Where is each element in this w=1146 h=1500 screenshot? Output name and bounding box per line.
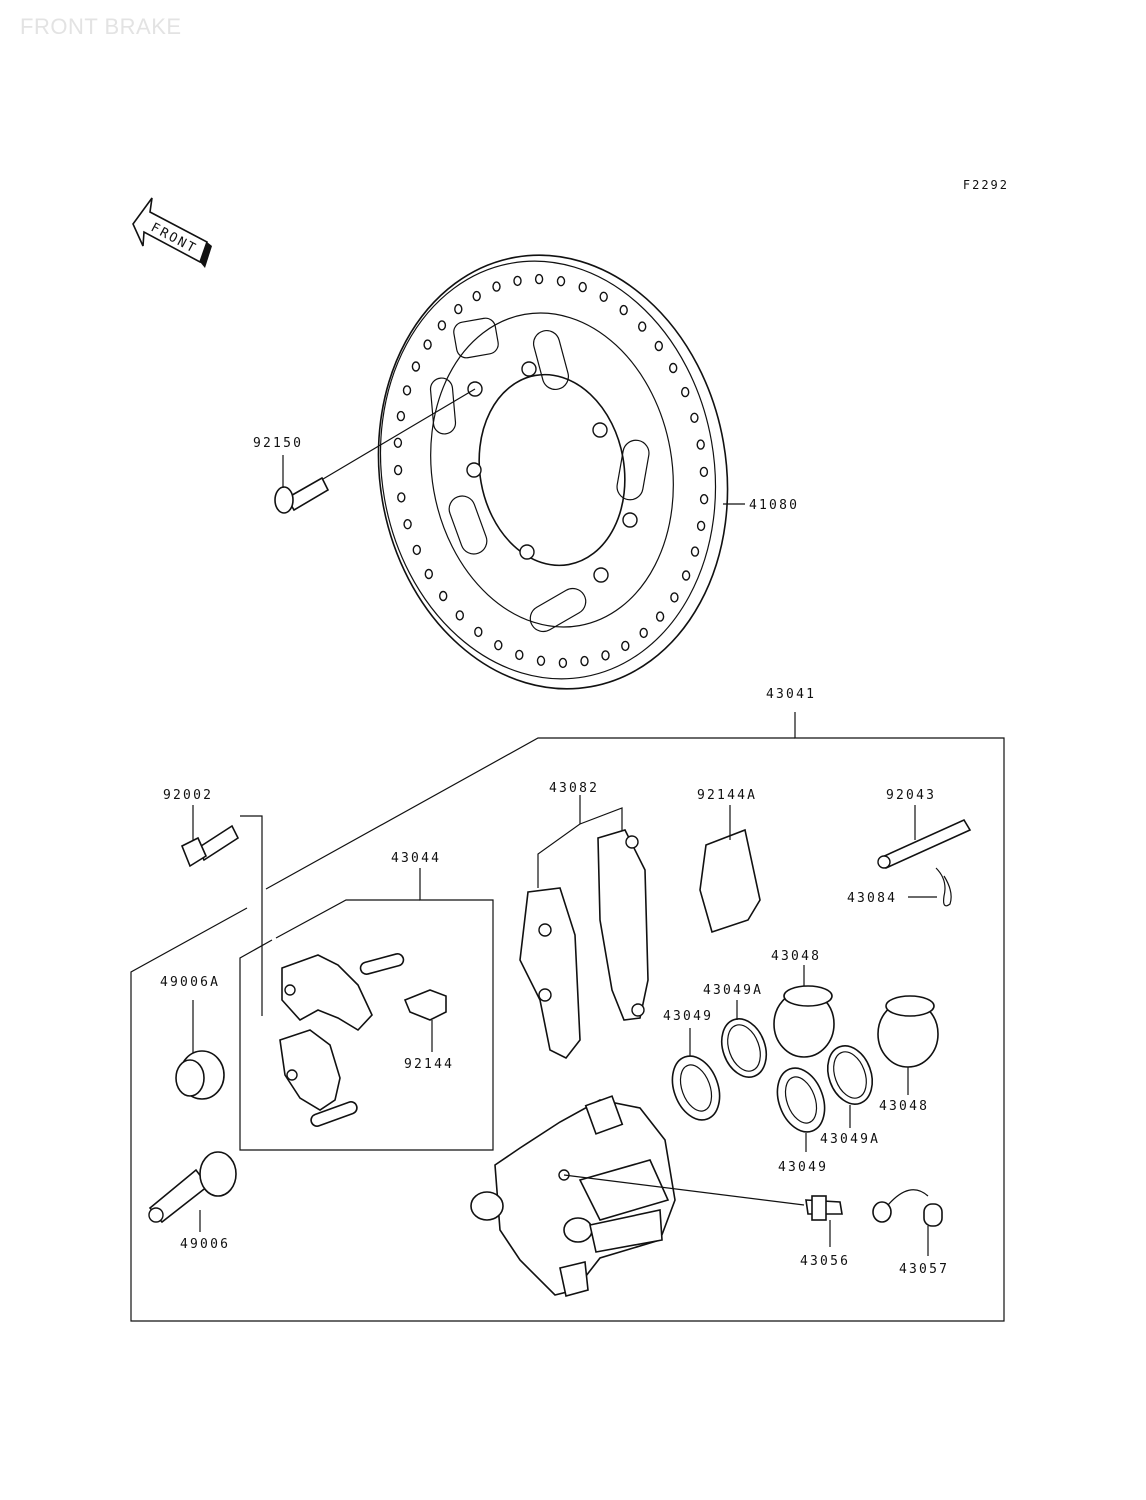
disc-vent-hole <box>393 464 403 476</box>
bleeder-valve <box>805 1195 843 1247</box>
disc-vent-hole <box>580 655 589 667</box>
part-label: 92150 <box>253 436 303 451</box>
disc-vent-hole <box>424 568 433 580</box>
part-label: 43057 <box>899 1262 949 1277</box>
disc-vent-hole <box>412 544 421 556</box>
disc-vent-hole <box>397 492 406 503</box>
disc-vent-hole <box>472 290 481 302</box>
piston-seal-upper <box>671 1028 721 1121</box>
part-label: 43049 <box>663 1009 713 1024</box>
caliper-body <box>470 1095 676 1297</box>
pad-shim <box>699 805 761 934</box>
disc-vent-hole <box>536 655 546 666</box>
page-title: FRONT BRAKE <box>20 14 182 39</box>
disc-vent-hole <box>699 494 709 505</box>
part-label: 43048 <box>879 1099 929 1114</box>
disc-vent-hole <box>696 439 705 450</box>
part-label: 92043 <box>886 788 936 803</box>
figure-code: F2292 <box>962 178 1009 192</box>
disc-vent-hole <box>455 610 464 621</box>
disc-vent-hole <box>396 410 406 422</box>
disc-vent-hole <box>639 627 648 639</box>
disc-vent-hole <box>578 281 587 293</box>
bleeder-cap <box>872 1189 943 1256</box>
piston-upper <box>773 965 835 1058</box>
caliper-bracket <box>279 953 405 1127</box>
disc-vent-hole <box>437 320 447 331</box>
disc-bolt <box>274 388 476 514</box>
disc-vent-hole <box>556 276 566 287</box>
disc-vent-hole <box>411 361 421 372</box>
part-label: 43056 <box>800 1254 850 1269</box>
pad-pin <box>877 805 972 870</box>
disc-vent-hole <box>655 611 665 622</box>
part-label: 92144A <box>697 788 757 803</box>
disc-vent-hole <box>393 437 403 448</box>
part-label: 49006A <box>160 975 220 990</box>
disc-vent-hole <box>621 640 630 652</box>
disc-vent-hole <box>681 386 690 398</box>
disc-vent-hole <box>513 275 522 287</box>
disc-vent-hole <box>681 570 691 581</box>
piston-seal-lower <box>776 1067 826 1152</box>
disc-vent-hole <box>669 362 678 374</box>
pad-spring-clip <box>403 989 447 1052</box>
part-label: 92002 <box>163 788 213 803</box>
disc-vent-hole <box>601 650 610 661</box>
boot <box>175 1000 225 1100</box>
brake-disc <box>377 254 729 690</box>
pin-clip <box>908 867 952 907</box>
part-label: 43082 <box>549 781 599 796</box>
disc-vent-hole <box>558 657 568 669</box>
part-label: 41080 <box>749 498 799 513</box>
bracket-subassembly-box <box>239 868 494 1151</box>
brake-pads <box>519 795 649 1060</box>
part-label: 43048 <box>771 949 821 964</box>
disc-vent-hole <box>690 546 700 557</box>
disc-vent-hole <box>515 649 524 661</box>
disc-vent-hole <box>474 626 483 638</box>
disc-vent-hole <box>670 592 679 603</box>
disc-vent-hole <box>454 303 463 315</box>
disc-vent-hole <box>494 640 503 651</box>
disc-vent-hole <box>599 291 608 302</box>
disc-vent-hole <box>696 520 706 532</box>
disc-vent-hole <box>638 321 647 332</box>
disc-vent-hole <box>402 385 412 396</box>
caliper-bolt <box>180 805 263 1016</box>
part-label: 43041 <box>766 687 816 702</box>
caliper-assembly-box <box>130 712 1005 1322</box>
part-label: 43049A <box>820 1132 880 1147</box>
part-label: 43044 <box>391 851 441 866</box>
disc-vent-hole <box>403 519 412 530</box>
disc-vent-hole <box>699 466 709 478</box>
dust-seal-upper <box>720 1000 768 1078</box>
part-label: 92144 <box>404 1057 454 1072</box>
sleeve <box>148 1151 237 1232</box>
part-label: 43049A <box>703 983 763 998</box>
part-label: 43049 <box>778 1160 828 1175</box>
piston-lower <box>877 995 939 1095</box>
disc-vent-hole <box>619 304 628 316</box>
disc-vent-hole <box>534 273 544 285</box>
part-number-labels: 92150 41080 43041 92002 43044 43082 9214… <box>160 436 949 1277</box>
disc-vent-hole <box>690 412 699 423</box>
disc-vent-hole <box>492 281 501 292</box>
front-arrow-icon: FRONT <box>132 197 212 268</box>
part-label: 49006 <box>180 1237 230 1252</box>
disc-vent-hole <box>423 339 432 350</box>
disc-vent-hole <box>439 590 448 602</box>
disc-vent-hole <box>654 340 663 352</box>
dust-seal-lower <box>826 1045 874 1128</box>
part-label: 43084 <box>847 891 897 906</box>
